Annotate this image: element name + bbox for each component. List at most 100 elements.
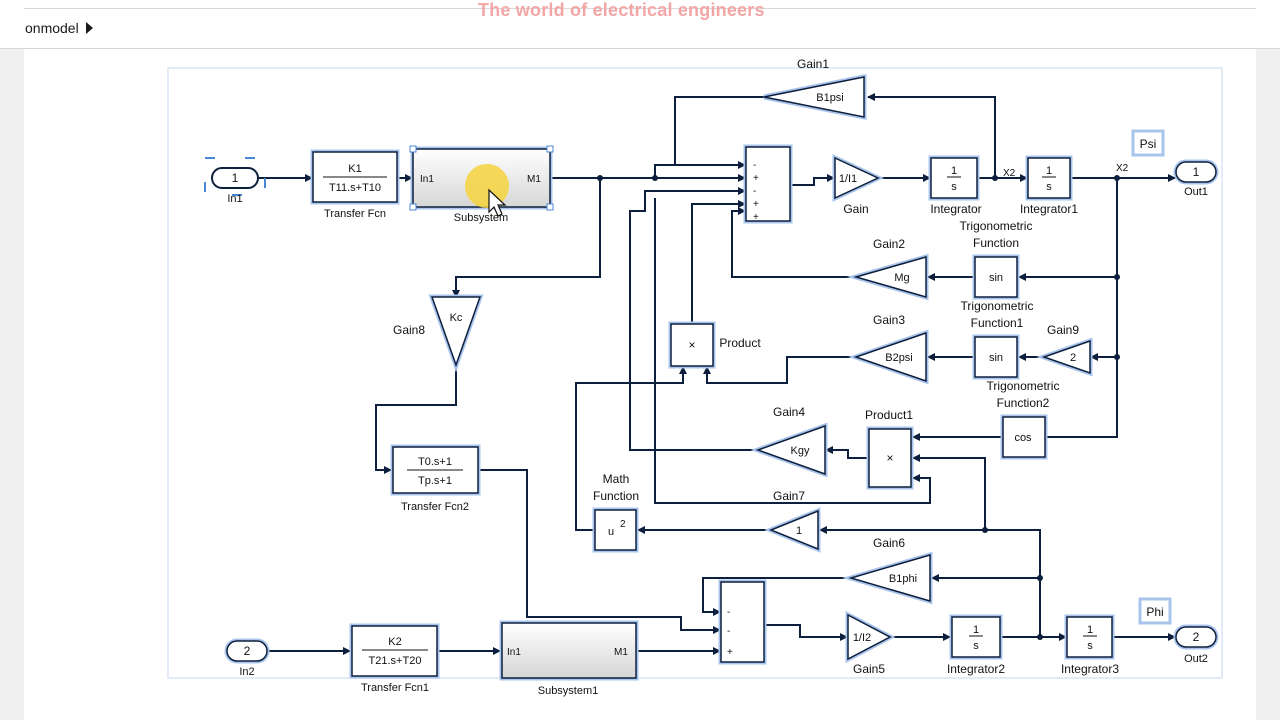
product1-block[interactable]: Product1 × bbox=[865, 408, 914, 490]
sum2-sign-2: - bbox=[727, 626, 730, 637]
gain7-block[interactable]: Gain7 1 bbox=[764, 489, 821, 553]
math-function-block[interactable]: Math Function u 2 bbox=[592, 472, 639, 553]
trig2-label-1: Trigonometric bbox=[987, 379, 1060, 393]
trig1-value: sin bbox=[989, 352, 1003, 364]
gain8-value: Kc bbox=[450, 312, 463, 324]
subsystem-out-port: M1 bbox=[527, 174, 541, 185]
phi-text: Phi bbox=[1146, 605, 1163, 619]
gain4-label: Gain4 bbox=[773, 405, 805, 419]
right-window-edge bbox=[1256, 0, 1280, 720]
integrator1-block[interactable]: 1 s Integrator1 bbox=[1020, 155, 1078, 216]
gain5-block[interactable]: 1/I2 Gain5 bbox=[845, 610, 896, 676]
integrator3-label: Integrator3 bbox=[1061, 662, 1119, 676]
math-label-1: Math bbox=[603, 472, 630, 486]
gain9-value: 2 bbox=[1070, 352, 1076, 364]
integrator1-den: s bbox=[1046, 181, 1052, 193]
integrator-num: 1 bbox=[951, 165, 957, 177]
gain8-label: Gain8 bbox=[393, 323, 425, 337]
trig-function2-block[interactable]: Trigonometric Function2 cos bbox=[987, 379, 1060, 460]
trig-label-1: Trigonometric bbox=[960, 219, 1033, 233]
sum1-sign-4: + bbox=[753, 199, 759, 210]
integrator3-block[interactable]: 1 s Integrator3 bbox=[1061, 614, 1119, 676]
product-label: Product bbox=[719, 336, 761, 350]
gain3-block[interactable]: B2psi Gain3 bbox=[848, 313, 929, 385]
integrator-den: s bbox=[951, 181, 957, 193]
transfer-fcn1-block[interactable]: K2 T21.s+T20 Transfer Fcn1 bbox=[349, 623, 440, 694]
sum-block-psi[interactable]: - + - + + bbox=[743, 144, 793, 224]
psi-text: Psi bbox=[1140, 137, 1157, 151]
tf-numerator: K1 bbox=[348, 163, 361, 175]
integrator2-label: Integrator2 bbox=[947, 662, 1005, 676]
inport-in2-number: 2 bbox=[244, 644, 251, 658]
gain2-block[interactable]: Mg Gain2 bbox=[846, 237, 929, 301]
integrator1-num: 1 bbox=[1046, 165, 1052, 177]
subsystem-label: Subsystem bbox=[454, 212, 508, 224]
trig2-label-2: Function2 bbox=[997, 396, 1050, 410]
gain3-value: B2psi bbox=[885, 352, 913, 364]
trig1-label-2: Function1 bbox=[971, 316, 1024, 330]
model-breadcrumb[interactable]: onmodel bbox=[25, 20, 79, 36]
signal-lines bbox=[256, 93, 1176, 655]
integrator2-block[interactable]: 1 s Integrator2 bbox=[947, 614, 1005, 676]
integrator2-num: 1 bbox=[973, 624, 979, 636]
sum1-sign-5: + bbox=[753, 212, 759, 223]
transfer-fcn-block[interactable]: K1 T11.s+T10 Transfer Fcn bbox=[310, 149, 400, 220]
gain1-block[interactable]: B1psi Gain1 bbox=[763, 57, 867, 121]
math-exponent: 2 bbox=[620, 519, 626, 530]
subsystem1-out-port: M1 bbox=[614, 647, 628, 658]
integrator3-num: 1 bbox=[1087, 624, 1093, 636]
inport-in1[interactable]: 1 In1 bbox=[204, 157, 266, 205]
gain2-value: Mg bbox=[894, 272, 909, 284]
outport-out1[interactable]: 1 Out1 bbox=[1173, 159, 1219, 198]
tf1-label: Transfer Fcn1 bbox=[361, 682, 429, 694]
inport-in2-label: In2 bbox=[239, 666, 254, 678]
product-block[interactable]: × Product bbox=[668, 321, 761, 369]
left-window-edge bbox=[0, 0, 24, 720]
math-label-2: Function bbox=[593, 489, 639, 503]
signal-label-psi[interactable]: Psi bbox=[1131, 129, 1165, 157]
tf1-denominator: T21.s+T20 bbox=[369, 655, 422, 667]
signal-label-x2: X2 bbox=[1003, 168, 1016, 179]
gain3-label: Gain3 bbox=[873, 313, 905, 327]
breadcrumb-arrow-icon[interactable] bbox=[86, 22, 93, 34]
gain6-block[interactable]: Gain6 B1phi bbox=[842, 536, 933, 605]
gain-value: 1/I1 bbox=[839, 173, 857, 185]
signal-label-phi[interactable]: Phi bbox=[1138, 597, 1172, 625]
tf2-denominator: Tp.s+1 bbox=[418, 475, 452, 487]
toolbar-divider bbox=[24, 8, 1256, 9]
trig-label-2: Function bbox=[973, 236, 1019, 250]
integrator-block[interactable]: 1 s Integrator bbox=[928, 155, 982, 216]
outport-out2-label: Out2 bbox=[1184, 653, 1208, 665]
subsystem1-block[interactable]: In1 M1 Subsystem1 bbox=[499, 620, 639, 697]
product-value: × bbox=[688, 338, 695, 352]
gain9-block[interactable]: 2 Gain9 bbox=[1036, 323, 1093, 377]
gain6-value: B1phi bbox=[889, 573, 917, 585]
sum-block-phi[interactable]: - - + bbox=[718, 579, 767, 665]
inport-in1-label: In1 bbox=[227, 193, 242, 205]
tf1-numerator: K2 bbox=[388, 636, 401, 648]
outport-out1-label: Out1 bbox=[1184, 186, 1208, 198]
tf-denominator: T11.s+T10 bbox=[329, 182, 381, 194]
inport-in2[interactable]: 2 In2 bbox=[224, 638, 270, 678]
sum1-sign-2: + bbox=[753, 173, 759, 184]
gain5-value: 1/I2 bbox=[853, 632, 871, 644]
product1-value: × bbox=[886, 451, 893, 465]
trig1-label-1: Trigonometric bbox=[961, 299, 1034, 313]
signal-label-x2-second: X2 bbox=[1116, 163, 1129, 174]
sum2-sign-3: + bbox=[727, 647, 733, 658]
gain-block[interactable]: 1/I1 Gain bbox=[832, 154, 884, 216]
sum1-sign-3: - bbox=[753, 186, 756, 197]
product1-label: Product1 bbox=[865, 408, 913, 422]
trig-function-block[interactable]: Trigonometric Function sin bbox=[960, 219, 1033, 300]
math-base: u bbox=[608, 526, 614, 538]
trig-function1-block[interactable]: Trigonometric Function1 sin bbox=[961, 299, 1034, 380]
integrator3-den: s bbox=[1087, 640, 1093, 652]
gain8-block[interactable]: Kc Gain8 bbox=[393, 294, 484, 373]
transfer-fcn2-block[interactable]: T0.s+1 Tp.s+1 Transfer Fcn2 bbox=[390, 444, 481, 513]
gain2-label: Gain2 bbox=[873, 237, 905, 251]
gain1-value: B1psi bbox=[816, 92, 844, 104]
subsystem1-label: Subsystem1 bbox=[538, 685, 599, 697]
gain4-block[interactable]: Kgy Gain4 bbox=[750, 405, 828, 478]
outport-out2[interactable]: 2 Out2 bbox=[1173, 624, 1219, 665]
